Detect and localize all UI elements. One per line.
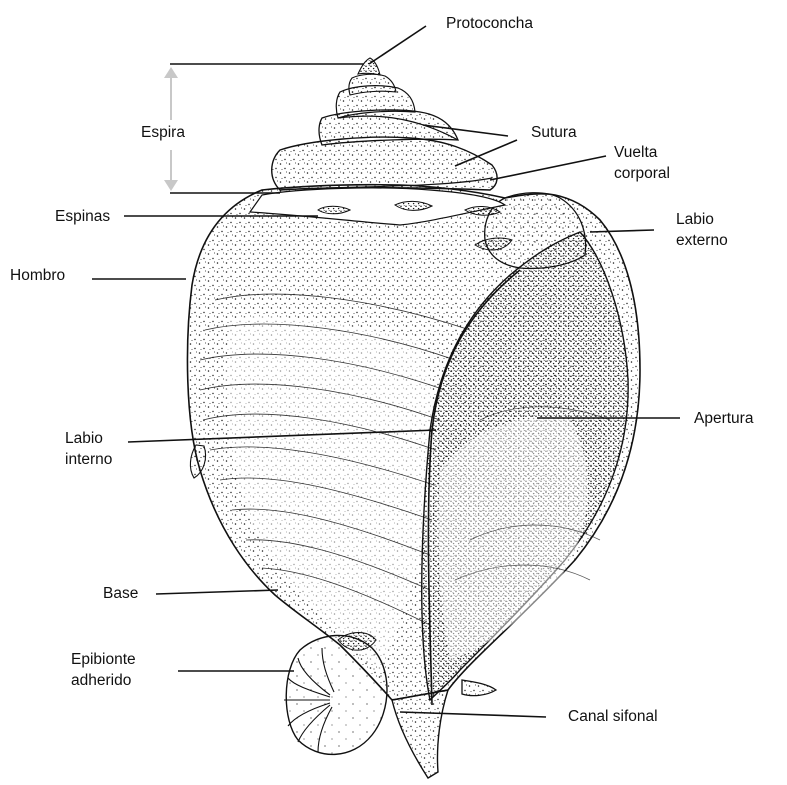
label-sutura: Sutura xyxy=(531,122,577,143)
label-labio-externo: Labio externo xyxy=(676,209,728,251)
aperture-interior-light xyxy=(438,417,588,660)
label-hombro: Hombro xyxy=(10,265,65,286)
label-canal-sifonal: Canal sifonal xyxy=(568,706,658,727)
epibiont-shell xyxy=(286,635,387,754)
label-labio-interno: Labio interno xyxy=(65,428,112,470)
canal-spur xyxy=(462,680,496,696)
leader-vuelta-corporal xyxy=(490,156,606,180)
label-vuelta-corporal: Vuelta corporal xyxy=(614,142,670,184)
label-espira: Espira xyxy=(141,122,185,143)
label-espinas: Espinas xyxy=(55,206,110,227)
label-protoconcha: Protoconcha xyxy=(446,13,533,34)
label-epibionte-adherido: Epibionte adherido xyxy=(71,649,136,691)
protoconch-tip xyxy=(358,58,380,75)
siphonal-canal-shape xyxy=(392,690,448,778)
label-base: Base xyxy=(103,583,138,604)
leader-base xyxy=(156,590,278,594)
label-apertura: Apertura xyxy=(694,408,753,429)
leader-protoconcha xyxy=(369,26,426,64)
